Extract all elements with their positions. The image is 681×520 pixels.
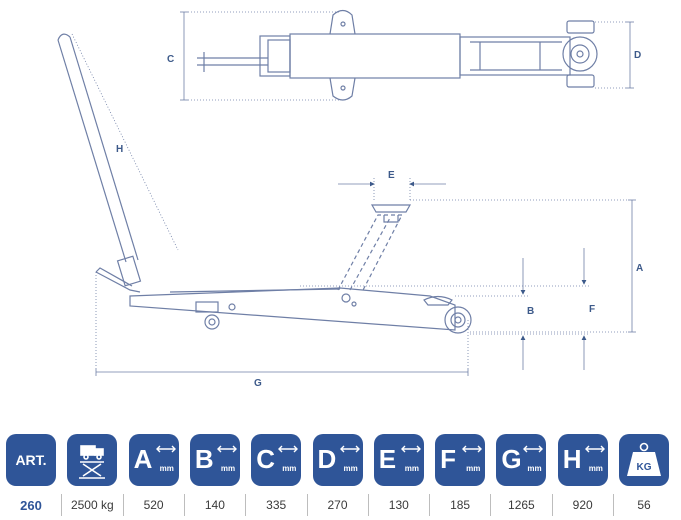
spec-header-letter: C [256,444,275,474]
spec-header-unit: mm [343,464,358,473]
truck-lift-icon [79,445,106,479]
spec-value-art: 260 [20,498,42,513]
spec-value: 1265 [508,498,535,512]
double-arrow-icon [462,445,483,453]
side-view [57,33,472,334]
spec-header-unit: mm [466,464,481,473]
spec-divider [551,494,553,516]
spec-divider [613,494,614,516]
spec-header-truck-lift-icon [67,434,118,486]
spec-value: 270 [327,498,348,512]
spec-header-letter: A [133,444,153,474]
dim-label-h: H [116,144,123,155]
dim-label-f: F [589,304,595,315]
spec-divider [429,494,431,516]
spec-divider [306,494,308,516]
spec-header-unit: mm [404,464,420,473]
spec-value: 920 [572,498,593,512]
spec-header-art: ART. [6,434,56,486]
double-arrow-icon [400,445,421,453]
dim-label-d: D [634,50,641,61]
dim-label-c: C [167,54,174,65]
spec-divider [61,494,63,516]
dim-label-g: G [254,378,262,389]
spec-header-unit: mm [220,464,236,473]
spec-divider [122,494,124,516]
dim-label-e: E [388,170,395,181]
double-arrow-icon [278,445,299,453]
spec-header-unit: mm [159,464,174,473]
spec-value: 2500 kg [70,498,114,512]
spec-header-unit: mm [588,464,603,473]
spec-header-weight-kg-icon: KG [619,434,669,486]
spec-divider [490,494,492,516]
dim-label-a: A [636,263,643,274]
spec-header-unit: mm [282,464,297,473]
top-view [197,9,598,101]
dim-label-b: B [527,306,534,317]
double-arrow-icon [216,445,237,453]
spec-header-art-label: ART. [15,452,47,468]
spec-divider [183,494,185,516]
spec-value: 140 [204,498,225,512]
spec-value: 185 [450,498,471,512]
jack-technical-drawing: C D H E A B F G [57,9,643,389]
spec-header-letter: D [317,444,337,474]
spec-header-unit: mm [527,464,542,473]
weight-kg-icon: KG [627,442,661,476]
spec-value: 335 [266,498,287,512]
kg-label: KG [637,462,652,473]
spec-value: 130 [388,498,409,512]
spec-header-letter: B [194,444,214,474]
spec-value: 56 [637,498,651,512]
double-arrow-icon [155,445,176,453]
spec-header-letter: E [378,444,397,474]
spec-divider [245,494,247,516]
double-arrow-icon [339,445,360,453]
dimension-lines [71,11,636,376]
spec-header-letter: F [440,444,456,474]
double-arrow-icon [584,445,605,453]
spec-divider [367,494,369,516]
spec-value: 520 [143,498,164,512]
spec-header-letter: H [562,444,582,474]
double-arrow-icon [523,445,544,453]
spec-header-letter: G [501,444,522,474]
